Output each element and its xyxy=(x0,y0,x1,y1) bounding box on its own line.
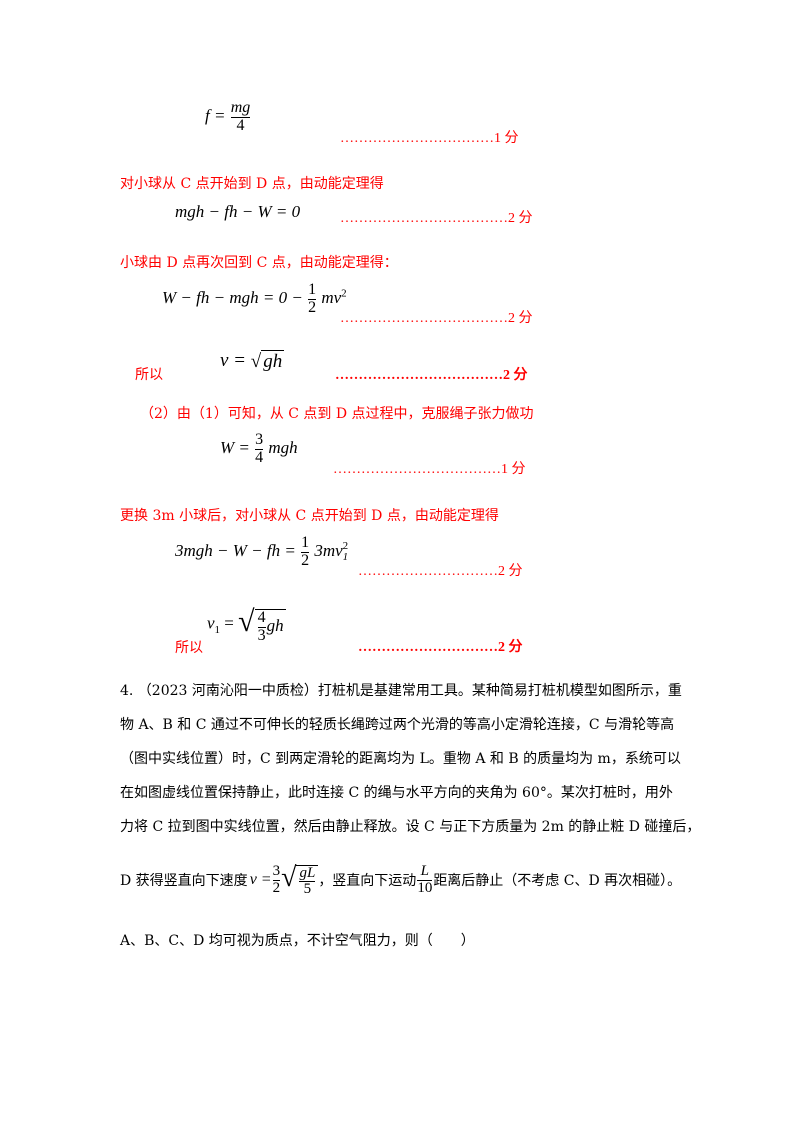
text-kinetic-d-to-c: 小球由 D 点再次回到 C 点，由动能定理得： xyxy=(120,255,398,271)
score-3: ………………………………2 分 xyxy=(340,311,533,326)
score-5: ………………………………1 分 xyxy=(333,462,526,477)
text-3m-ball: 更换 3m 小球后，对小球从 C 点开始到 D 点，由动能定理得 xyxy=(120,508,499,524)
question-line-7: A、B、C、D 均可视为质点，不计空气阻力，则（ ） xyxy=(120,933,475,949)
question-line-5: 力将 C 拉到图中实线位置，然后由静止释放。设 C 与正下方质量为 2m 的静止… xyxy=(120,819,701,835)
question-line-4: 在如图虚线位置保持静止，此时连接 C 的绳与水平方向的夹角为 60°。某次打桩时… xyxy=(120,785,673,801)
eq-velocity: v = √gh xyxy=(220,350,285,373)
score-4: ………………………………2 分 xyxy=(335,368,528,383)
eq1-denominator: 4 xyxy=(230,116,251,135)
text-part-2: （2）由（1）可知，从 C 点到 D 点过程中，克服绳子张力做功 xyxy=(140,406,534,422)
score-1: ……………………………1 分 xyxy=(340,131,519,146)
eq1-numerator: mg xyxy=(230,99,251,116)
text-therefore-2: 所以 xyxy=(175,640,203,656)
text-therefore-1: 所以 xyxy=(135,367,163,383)
text-kinetic-c-to-d: 对小球从 C 点开始到 D 点，由动能定理得 xyxy=(120,176,384,192)
question-line-2: 物 A、B 和 C 通过不可伸长的轻质长绳跨过两个光滑的等高小定滑轮连接，C 与… xyxy=(120,717,675,733)
question-line-1: 4. （2023 河南沁阳一中质检）打桩机是基建常用工具。某种简易打桩机模型如图… xyxy=(120,683,682,699)
score-7: …………………………2 分 xyxy=(358,640,523,655)
question-line-3: （图中实线位置）时，C 到两定滑轮的距离均为 L。重物 A 和 B 的质量均为 … xyxy=(120,751,681,767)
score-6: …………………………2 分 xyxy=(358,564,523,579)
eq-energy-1: mgh − fh − W = 0 xyxy=(175,202,301,221)
score-2: ………………………………2 分 xyxy=(340,211,533,226)
